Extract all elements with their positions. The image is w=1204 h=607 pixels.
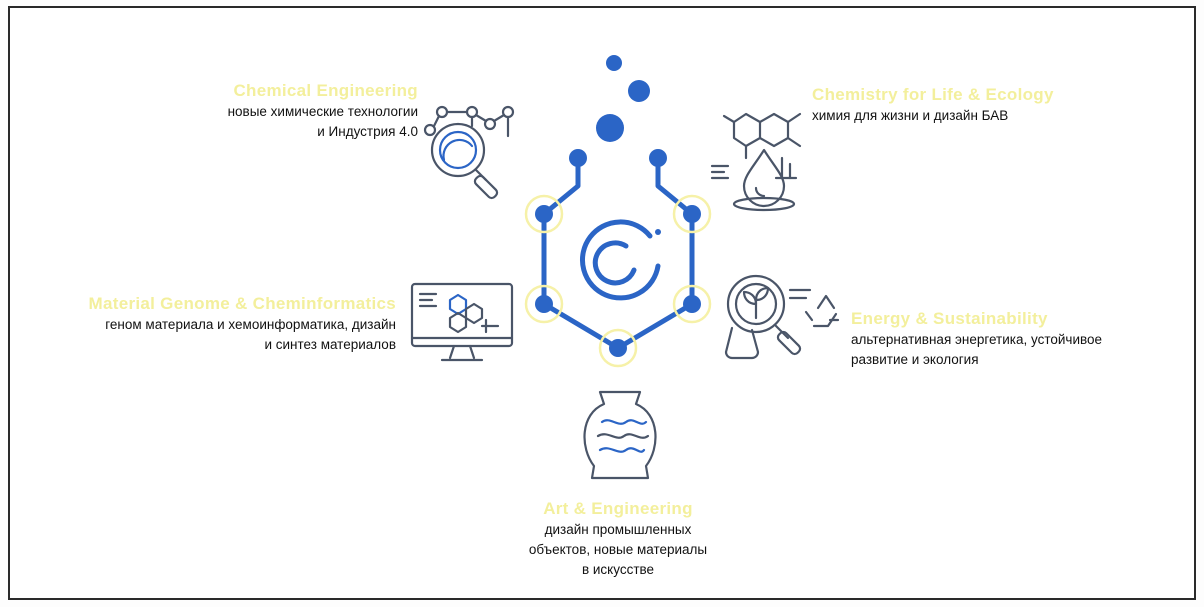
diagram-graphics — [410, 55, 840, 480]
flask-hexagon-icon — [535, 55, 701, 357]
vase-icon — [583, 390, 657, 480]
section-title: Art & Engineering — [543, 499, 693, 518]
section-art-engineering: Art & Engineering дизайн промышленных об… — [488, 498, 748, 580]
node-rings — [524, 194, 712, 368]
section-desc-line2: развитие и экология — [851, 352, 979, 367]
section-desc-line2: и синтез материалов — [264, 337, 396, 352]
monitor-molecule-icon — [410, 282, 514, 362]
section-desc-line2: и Индустрия 4.0 — [317, 124, 418, 139]
section-chemistry-life: Chemistry for Life & Ecology химия для ж… — [812, 84, 1112, 126]
section-energy: Energy & Sustainability альтернативная э… — [851, 308, 1171, 370]
section-title: Material Genome & Cheminformatics — [88, 294, 396, 313]
section-chemical-engineering: Chemical Engineering новые химические те… — [160, 80, 418, 142]
magnifier-molecule-icon — [423, 105, 515, 200]
section-title: Chemistry for Life & Ecology — [812, 85, 1054, 104]
section-desc-line3: в искусстве — [581, 562, 655, 577]
section-desc-line1: новые химические технологии — [227, 104, 418, 119]
diagram-frame: Chemical Engineering новые химические те… — [8, 6, 1196, 600]
section-title: Chemical Engineering — [233, 81, 418, 100]
section-desc-line1: дизайн промышленных — [544, 522, 692, 537]
section-desc-line2: объектов, новые материалы — [528, 542, 708, 557]
molecule-drop-icon — [710, 112, 802, 212]
section-desc-line1: альтернативная энергетика, устойчивое — [851, 332, 1103, 347]
section-desc-line1: химия для жизни и дизайн БАВ — [812, 108, 1009, 123]
section-title: Energy & Sustainability — [851, 309, 1048, 328]
section-desc-line1: геном материала и хемоинформатика, дизай… — [105, 317, 396, 332]
section-material-genome: Material Genome & Cheminformatics геном … — [24, 293, 396, 355]
plant-recycle-icon — [724, 274, 840, 360]
